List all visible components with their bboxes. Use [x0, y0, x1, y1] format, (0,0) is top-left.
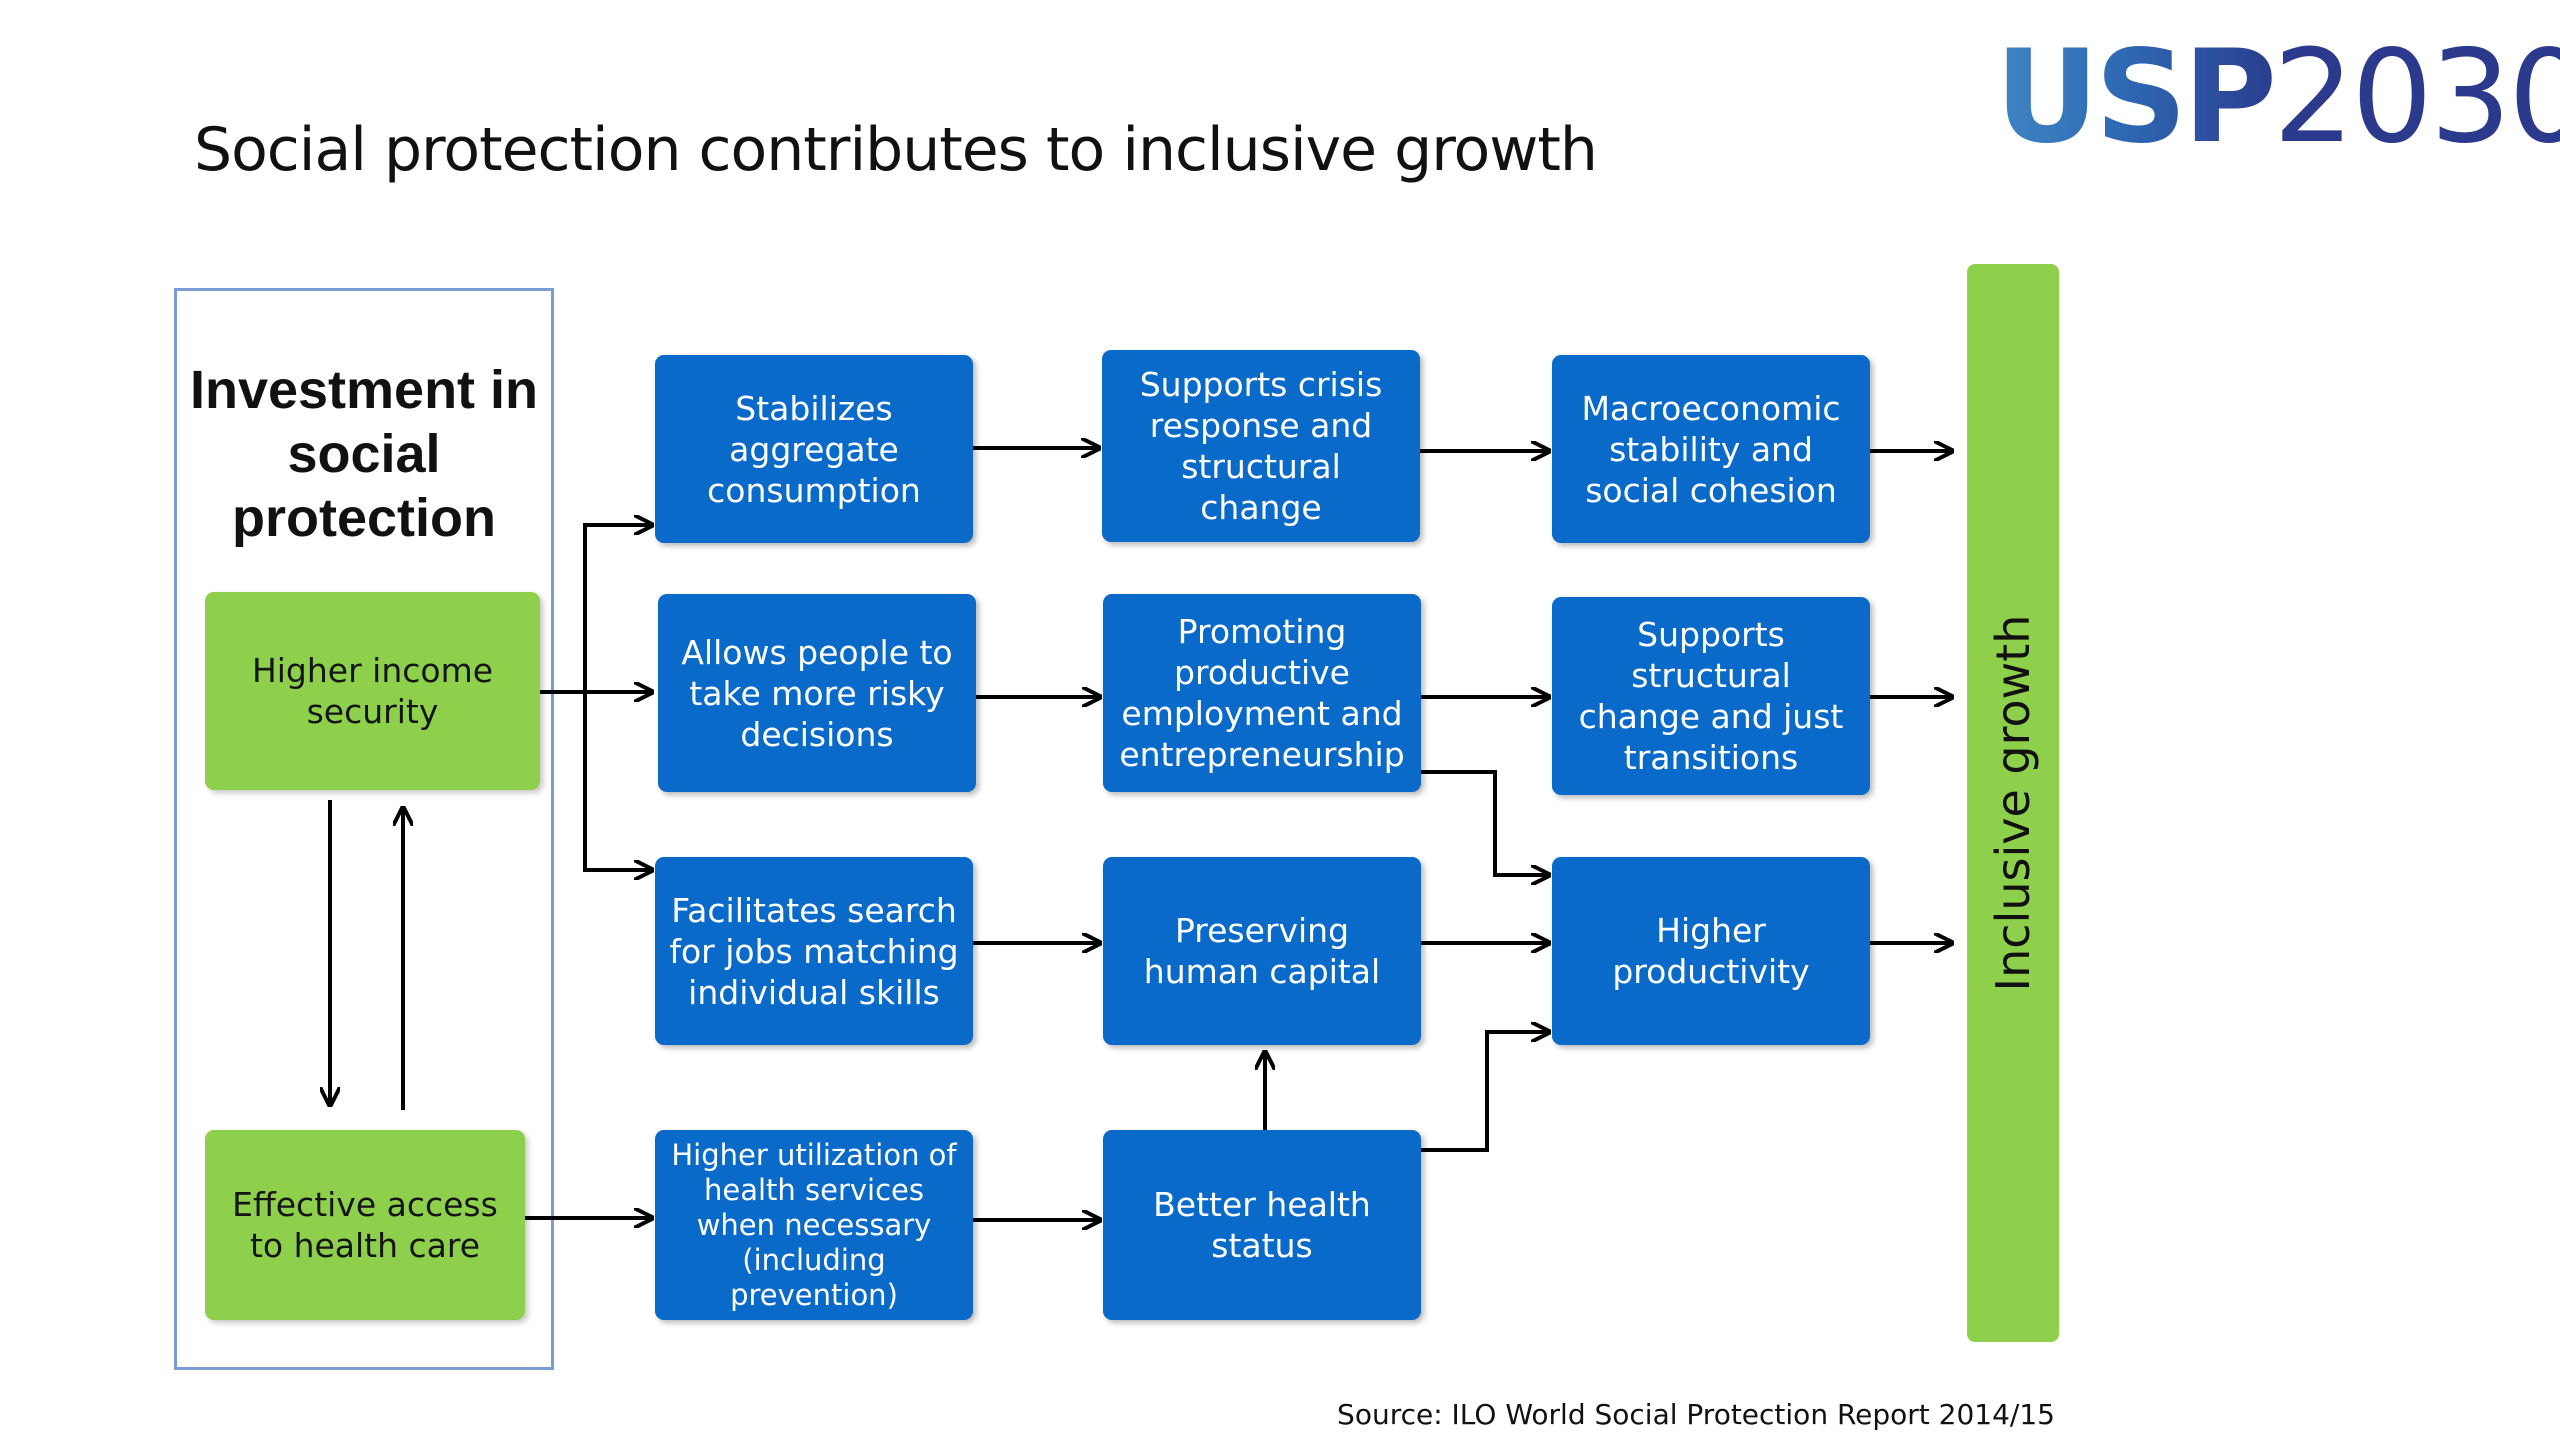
node-productive-employment: Promoting productive employment and entr…: [1103, 594, 1421, 792]
inclusive-growth-bar: [1967, 264, 2059, 1342]
node-human-capital: Preserving human capital: [1103, 857, 1421, 1045]
node-stabilizes-consumption: Stabilizes aggregate consumption: [655, 355, 973, 543]
node-health-services-utilization: Higher utilization of health services wh…: [655, 1130, 973, 1320]
node-risky-decisions: Allows people to take more risky decisio…: [658, 594, 976, 792]
node-macroeconomic-stability: Macroeconomic stability and social cohes…: [1552, 355, 1870, 543]
investment-frame: [174, 288, 554, 1370]
usp2030-logo: USP2030: [1995, 28, 2560, 168]
node-better-health-status: Better health status: [1103, 1130, 1421, 1320]
node-job-search: Facilitates search for jobs matching ind…: [655, 857, 973, 1045]
arrow-employment-to-productivity: [1421, 770, 1549, 875]
node-higher-productivity: Higher productivity: [1552, 857, 1870, 1045]
logo-usp-text: USP: [1995, 23, 2277, 172]
node-higher-income-security: Higher income security: [205, 592, 540, 790]
node-crisis-response: Supports crisis response and structural …: [1102, 350, 1420, 542]
node-structural-change: Supports structural change and just tran…: [1552, 597, 1870, 795]
source-note: Source: ILO World Social Protection Repo…: [1337, 1398, 2055, 1431]
arrow-income-to-stabilizes: [583, 525, 652, 692]
arrow-health-status-to-productivity: [1421, 1032, 1549, 1152]
node-effective-access-health-care: Effective access to health care: [205, 1130, 525, 1320]
logo-year-text: 2030: [2272, 23, 2560, 172]
slide-title: Social protection contributes to inclusi…: [194, 115, 1598, 185]
investment-title: Investment in social protection: [189, 360, 539, 548]
arrow-income-to-jobs: [583, 692, 652, 870]
